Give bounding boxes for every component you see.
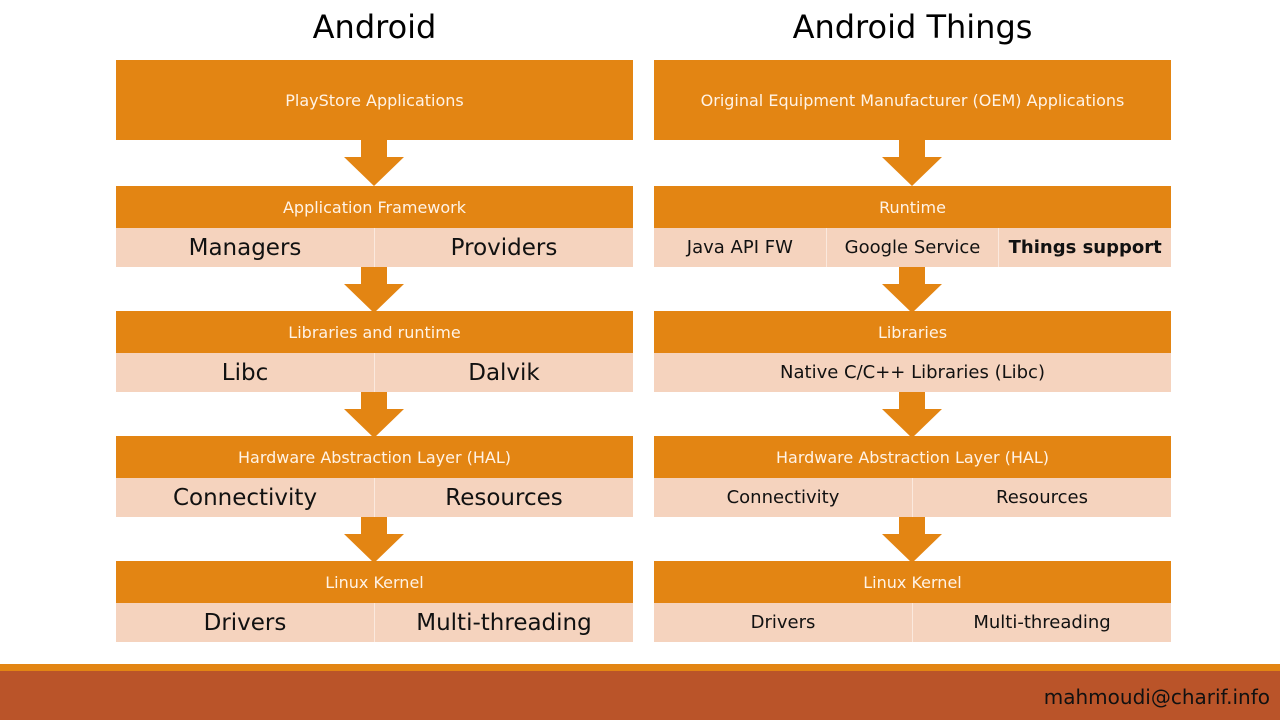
component-cell: Providers (375, 228, 633, 267)
component-cell: Things support (999, 228, 1172, 267)
component-cell: Native C/C++ Libraries (Libc) (654, 353, 1171, 392)
android-title: Android (312, 8, 437, 46)
layer-header: Runtime (654, 186, 1171, 228)
component-cell: Drivers (116, 603, 375, 642)
footer-bar: mahmoudi@charif.info (0, 664, 1280, 720)
layer-header: Hardware Abstraction Layer (HAL) (116, 436, 633, 478)
down-arrow-icon (882, 140, 942, 186)
footer-email: mahmoudi@charif.info (1043, 685, 1270, 709)
component-cell: Managers (116, 228, 375, 267)
component-cell: Multi-threading (375, 603, 633, 642)
layer-header: Libraries and runtime (116, 311, 633, 353)
down-arrow-icon (344, 267, 404, 313)
top-layer: PlayStore Applications (116, 60, 633, 140)
layer-header: Application Framework (116, 186, 633, 228)
component-cell: Resources (913, 478, 1171, 517)
component-cell: Drivers (654, 603, 913, 642)
component-cell: Java API FW (654, 228, 827, 267)
layer-header: Libraries (654, 311, 1171, 353)
android-things-title: Android Things (792, 8, 1033, 46)
layer-header: Linux Kernel (116, 561, 633, 603)
down-arrow-icon (344, 392, 404, 438)
component-cell: Multi-threading (913, 603, 1171, 642)
down-arrow-icon (344, 140, 404, 186)
down-arrow-icon (882, 392, 942, 438)
android-things-stack: Original Equipment Manufacturer (OEM) Ap… (654, 0, 1172, 660)
component-cell: Resources (375, 478, 633, 517)
component-cell: Libc (116, 353, 375, 392)
layer-components: Native C/C++ Libraries (Libc) (654, 353, 1171, 392)
down-arrow-icon (344, 517, 404, 563)
layer-header: Linux Kernel (654, 561, 1171, 603)
component-cell: Google Service (826, 228, 1000, 267)
component-cell: Connectivity (654, 478, 913, 517)
layer-header: Hardware Abstraction Layer (HAL) (654, 436, 1171, 478)
component-cell: Dalvik (375, 353, 633, 392)
top-layer: Original Equipment Manufacturer (OEM) Ap… (654, 60, 1171, 140)
down-arrow-icon (882, 267, 942, 313)
android-stack: PlayStore Applications Application Frame… (116, 0, 633, 660)
down-arrow-icon (882, 517, 942, 563)
component-cell: Connectivity (116, 478, 375, 517)
